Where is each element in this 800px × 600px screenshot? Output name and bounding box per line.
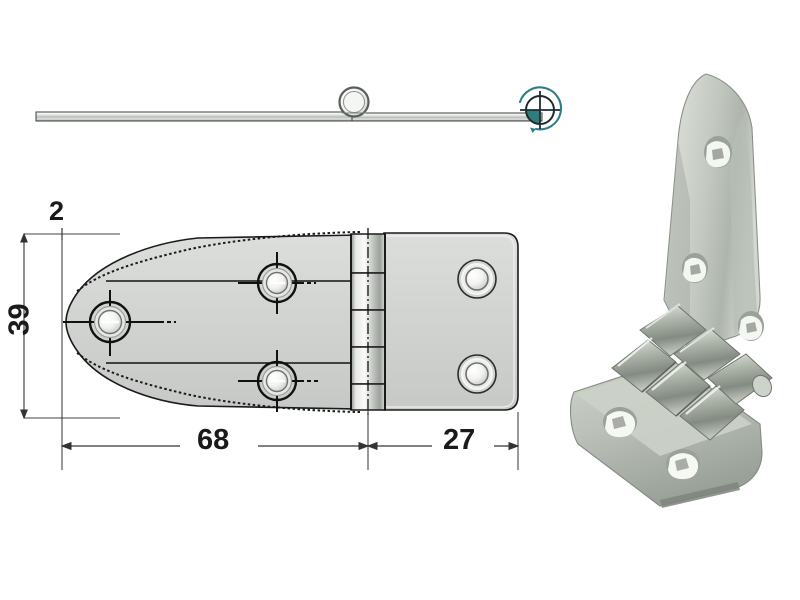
photo-screw-hole [666,449,700,480]
photo-knuckle-barrel [611,303,773,441]
photo-screw-hole [682,253,708,283]
side-elevation-view [35,86,543,122]
dimension-label-right-leaf-length: 27 [443,424,476,456]
countersunk-hole [238,350,318,412]
rotation-quadrant-symbol [518,86,563,133]
photo-screw-hole [704,136,732,168]
countersunk-hole [238,252,316,314]
dimension-label-thickness: 2 [49,196,65,226]
photo-screw-hole [738,311,764,341]
hinge-knuckle-barrel [350,228,386,416]
countersunk-hole [457,259,497,299]
countersunk-hole [63,290,176,356]
dimension-label-height: 39 [3,303,36,336]
plan-view [63,228,519,416]
photo-screw-hole [603,407,637,438]
dimension-label-left-leaf-length: 68 [197,424,230,456]
countersunk-hole [457,354,497,394]
hinge-product-photo [569,73,773,508]
